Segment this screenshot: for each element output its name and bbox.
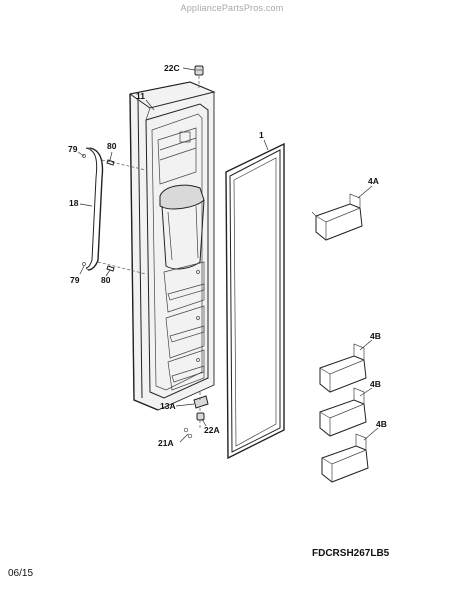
door-bin-4a (311, 193, 363, 241)
callout-79-bottom: 79 (70, 275, 80, 285)
screws (82, 154, 115, 272)
callout-22a: 22A (204, 425, 220, 435)
callout-21a: 21A (158, 438, 174, 448)
hinge-cap-22c (194, 65, 204, 88)
callout-4b-3: 4B (376, 419, 387, 429)
callout-11: 11 (136, 91, 145, 101)
door-panel (129, 81, 216, 411)
callout-22c: 22C (164, 63, 180, 73)
leader-lines (77, 67, 379, 443)
callout-4a: 4A (368, 176, 379, 186)
watermark: AppliancePartsPros.com (180, 3, 284, 13)
callout-80-bottom: 80 (101, 275, 111, 285)
model-number: FDCRSH267LB5 (312, 548, 390, 559)
door-gasket (225, 142, 285, 460)
callout-80-top: 80 (107, 141, 117, 151)
callout-79-top: 79 (68, 144, 78, 154)
callout-labels: 22C 11 1 79 80 18 79 80 4A 4B 4B 4B 13A … (68, 63, 387, 448)
door-bin-4b-2 (319, 387, 367, 437)
door-bin-4b-1 (319, 343, 367, 393)
door-handle (85, 147, 147, 275)
date-code: 06/15 (8, 568, 34, 579)
callout-13a: 13A (160, 401, 176, 411)
door-bin-4b-3 (321, 433, 369, 483)
callout-4b-1: 4B (370, 331, 381, 341)
bottom-hinge (183, 392, 209, 439)
callout-4b-2: 4B (370, 379, 381, 389)
callout-1: 1 (259, 130, 264, 140)
callout-18: 18 (69, 198, 79, 208)
